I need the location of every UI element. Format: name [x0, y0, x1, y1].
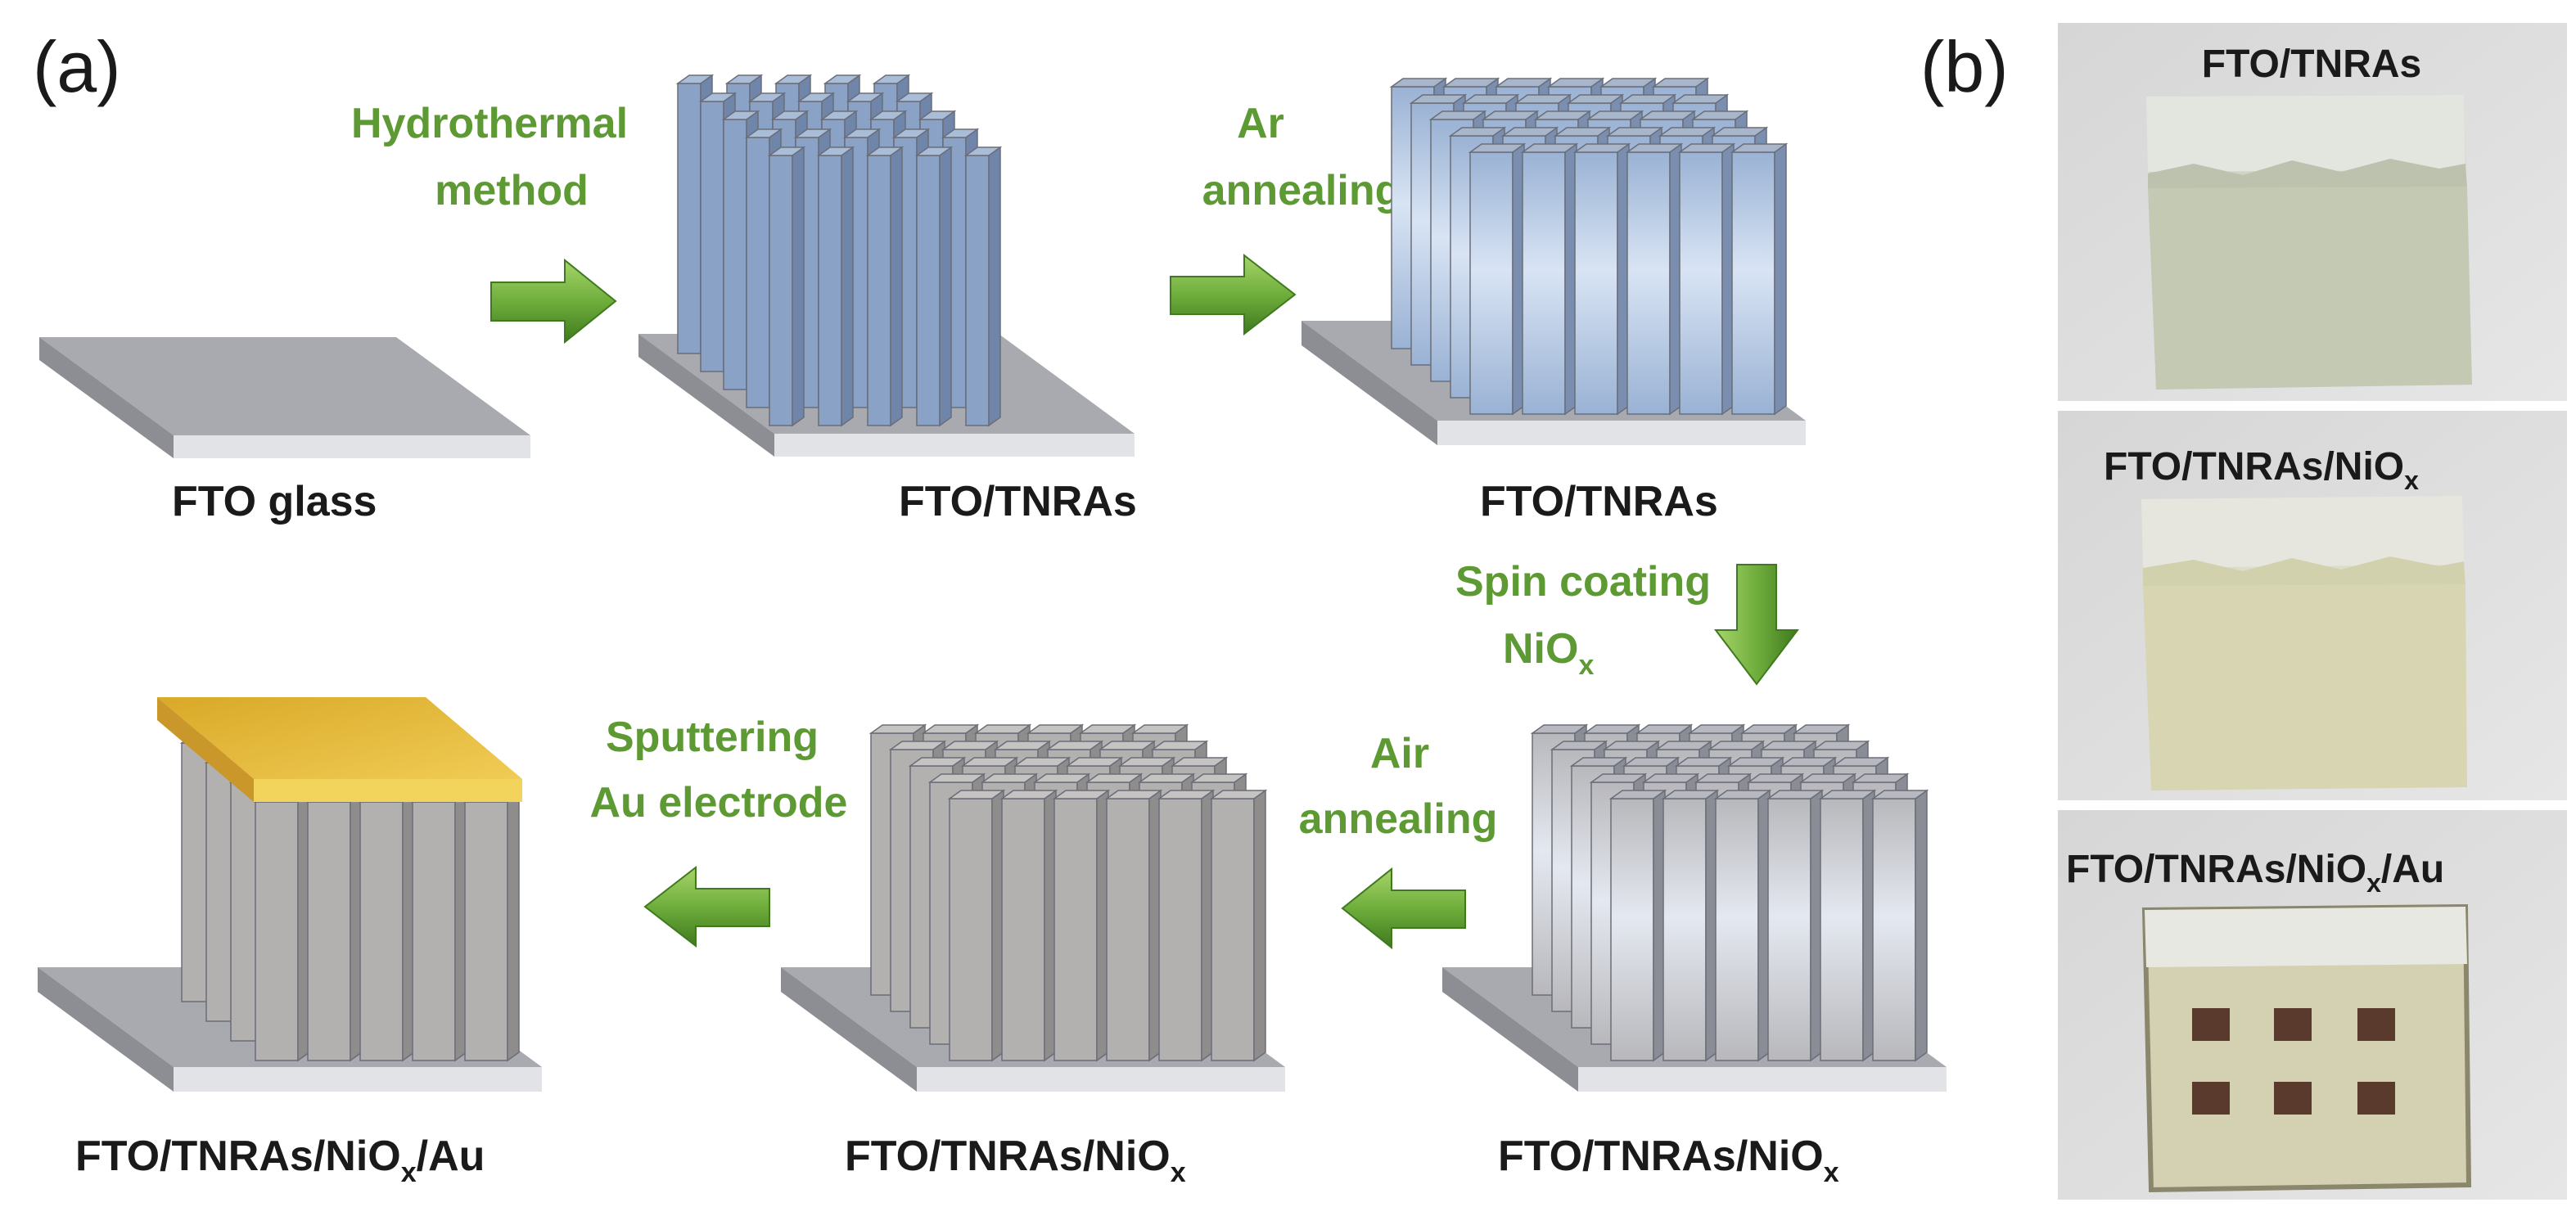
- step-3-line-2: NiOx: [1503, 625, 1594, 681]
- niox-block-mid: [781, 723, 1285, 1092]
- photo-tnras-niox-au: FTO/TNRAs/NiOx/Au: [2055, 807, 2570, 1203]
- step-4-line-1: Air: [1370, 730, 1429, 777]
- step-2-line-1: Ar: [1237, 100, 1284, 147]
- arrow-sputtering-icon: [643, 865, 770, 948]
- step-5-line-2: Au electrode: [590, 779, 848, 826]
- niox-au-block: [38, 697, 542, 1092]
- fto-glass-substrate: [39, 337, 530, 458]
- au-pad-6: [2357, 1082, 2395, 1115]
- step-2-line-2: annealing: [1202, 167, 1401, 214]
- step-4-line-2: annealing: [1299, 795, 1498, 843]
- step-3-line-1: Spin coating: [1455, 558, 1711, 606]
- photo-2-label: FTO/TNRAs/NiOx: [2104, 445, 2419, 495]
- panel-b-letter: (b): [1920, 26, 2009, 107]
- label-niox-mid: FTO/TNRAs/NiOx: [845, 1133, 1186, 1188]
- label-fto-glass: FTO glass: [172, 478, 377, 525]
- photo-tnras-niox: FTO/TNRAs/NiOx: [2055, 408, 2570, 804]
- label-tnras-2: FTO/TNRAs: [1480, 478, 1718, 525]
- au-pad-5: [2274, 1082, 2312, 1115]
- au-pad-2: [2274, 1008, 2312, 1041]
- tnras-block-1: [638, 74, 1135, 457]
- photo-tnras: FTO/TNRAs: [2055, 20, 2570, 404]
- au-pad-4: [2192, 1082, 2230, 1115]
- label-niox-right: FTO/TNRAs/NiOx: [1498, 1133, 1839, 1188]
- step-1-line-1: Hydrothermal: [351, 100, 628, 147]
- au-electrode-layer: [157, 697, 522, 779]
- label-tnras-1: FTO/TNRAs: [899, 478, 1137, 525]
- photo-1-label: FTO/TNRAs: [2202, 43, 2421, 86]
- au-pad-1: [2192, 1008, 2230, 1041]
- arrow-spin-coating-icon: [1713, 564, 1800, 686]
- label-niox-au: FTO/TNRAs/NiOx/Au: [75, 1133, 485, 1188]
- niox-block-right: [1442, 723, 1947, 1092]
- step-1-line-2: method: [435, 167, 589, 214]
- panel-a-letter: (a): [33, 26, 121, 107]
- au-pad-3: [2357, 1008, 2395, 1041]
- arrow-ar-annealing-icon: [1170, 253, 1297, 336]
- arrow-air-annealing-icon: [1341, 867, 1466, 950]
- arrow-hydrothermal-icon: [490, 258, 617, 345]
- step-5-line-1: Sputtering: [606, 714, 819, 761]
- photo-3-label: FTO/TNRAs/NiOx/Au: [2066, 848, 2444, 898]
- tnras-block-2: [1302, 77, 1806, 445]
